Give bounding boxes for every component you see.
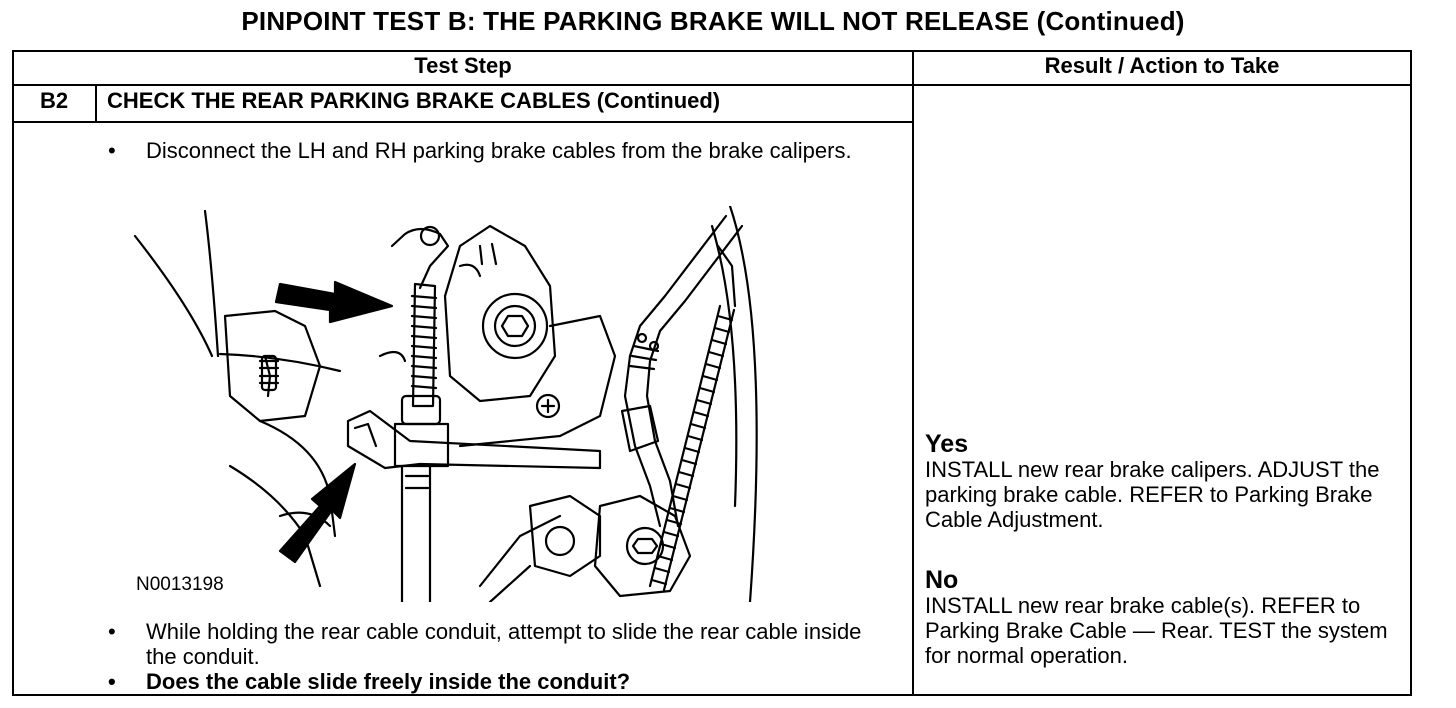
- result-yes-text: INSTALL new rear brake calipers. ADJUST …: [925, 457, 1380, 532]
- bullet-1: •: [108, 138, 116, 163]
- instruction-2: While holding the rear cable conduit, at…: [146, 619, 862, 669]
- step-id: B2: [39, 88, 69, 113]
- header-result: Result / Action to Take: [1044, 53, 1280, 78]
- bullet-2: •: [108, 619, 116, 644]
- result-no-text: INSTALL new rear brake cable(s). REFER t…: [925, 593, 1388, 668]
- test-table: [12, 50, 1412, 696]
- header-test-step: Test Step: [414, 53, 512, 78]
- step-row-divider: [12, 121, 914, 123]
- parking-brake-caliper-illustration: [133, 206, 758, 602]
- question: Does the cable slide freely inside the c…: [146, 669, 631, 694]
- header-divider: [12, 84, 1412, 86]
- instruction-1: Disconnect the LH and RH parking brake c…: [146, 138, 852, 163]
- result-yes-label: Yes: [925, 430, 969, 458]
- step-title: CHECK THE REAR PARKING BRAKE CABLES (Con…: [107, 88, 721, 113]
- figure-id: N0013198: [136, 574, 224, 595]
- bullet-3: •: [108, 669, 116, 694]
- page-title: PINPOINT TEST B: THE PARKING BRAKE WILL …: [241, 6, 1185, 36]
- step-id-divider: [95, 84, 97, 122]
- result-no-label: No: [925, 566, 959, 594]
- column-divider: [912, 50, 914, 696]
